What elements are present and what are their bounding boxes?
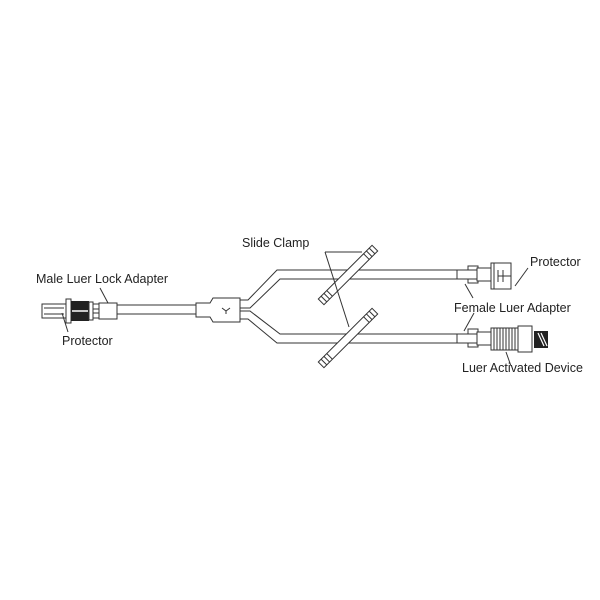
label-female-luer-adapter: Female Luer Adapter [454, 301, 571, 315]
male-luer-lock-adapter [41, 298, 118, 324]
female-luer-adapter-upper [456, 265, 492, 284]
label-luer-activated-device: Luer Activated Device [462, 361, 583, 375]
female-luer-adapter-lower [456, 328, 492, 348]
label-slide-clamp: Slide Clamp [242, 236, 309, 250]
luer-activated-device [490, 325, 548, 353]
slide-clamp-upper [317, 244, 379, 306]
label-protector-left: Protector [62, 334, 113, 348]
slide-clamp-lower [317, 307, 379, 369]
label-male-luer-lock-adapter: Male Luer Lock Adapter [36, 272, 168, 286]
upper-tubing [240, 269, 457, 309]
leader-lines [61, 251, 529, 367]
protector-right [490, 262, 512, 290]
lower-tubing [240, 310, 457, 344]
y-junction [195, 297, 241, 323]
label-protector-right: Protector [530, 255, 581, 269]
main-tubing [117, 304, 196, 315]
